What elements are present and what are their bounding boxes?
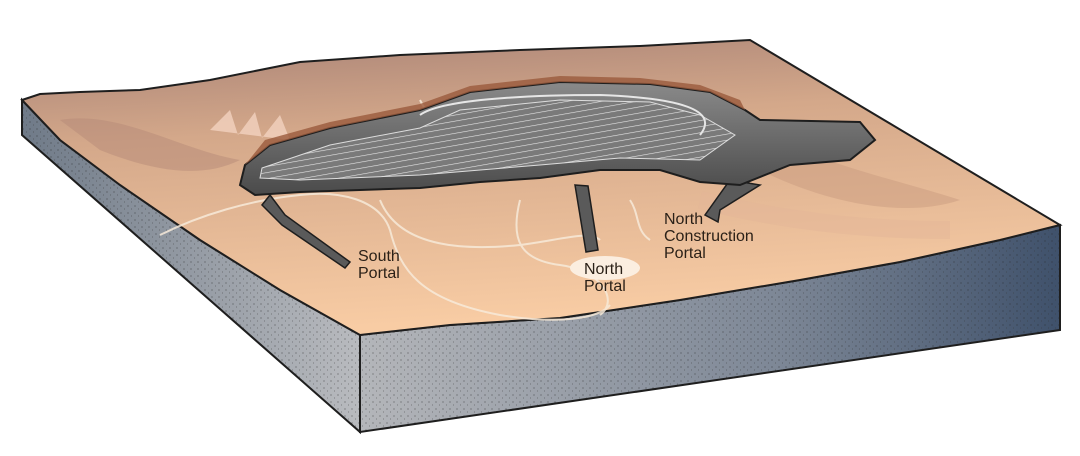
label-line: Construction	[664, 228, 754, 245]
terrain-surface	[20, 38, 1063, 337]
label-line: South	[358, 248, 400, 265]
exposed-edge	[245, 76, 745, 165]
label-south-portal: South Portal	[358, 248, 400, 282]
label-line: North	[584, 261, 624, 278]
repository-drifts	[259, 99, 736, 181]
north-portal-pad	[570, 256, 640, 280]
label-line: Portal	[664, 245, 706, 262]
label-line: Portal	[584, 278, 626, 295]
repository-ramp-south	[260, 193, 352, 270]
label-north-construction-portal: North Construction Portal	[664, 211, 754, 262]
repository-ramp-north	[574, 184, 599, 253]
label-line: North	[664, 211, 704, 228]
label-north-portal: North Portal	[584, 261, 626, 295]
label-line: Portal	[358, 265, 400, 282]
repository-ramp-north-construction	[703, 179, 763, 224]
